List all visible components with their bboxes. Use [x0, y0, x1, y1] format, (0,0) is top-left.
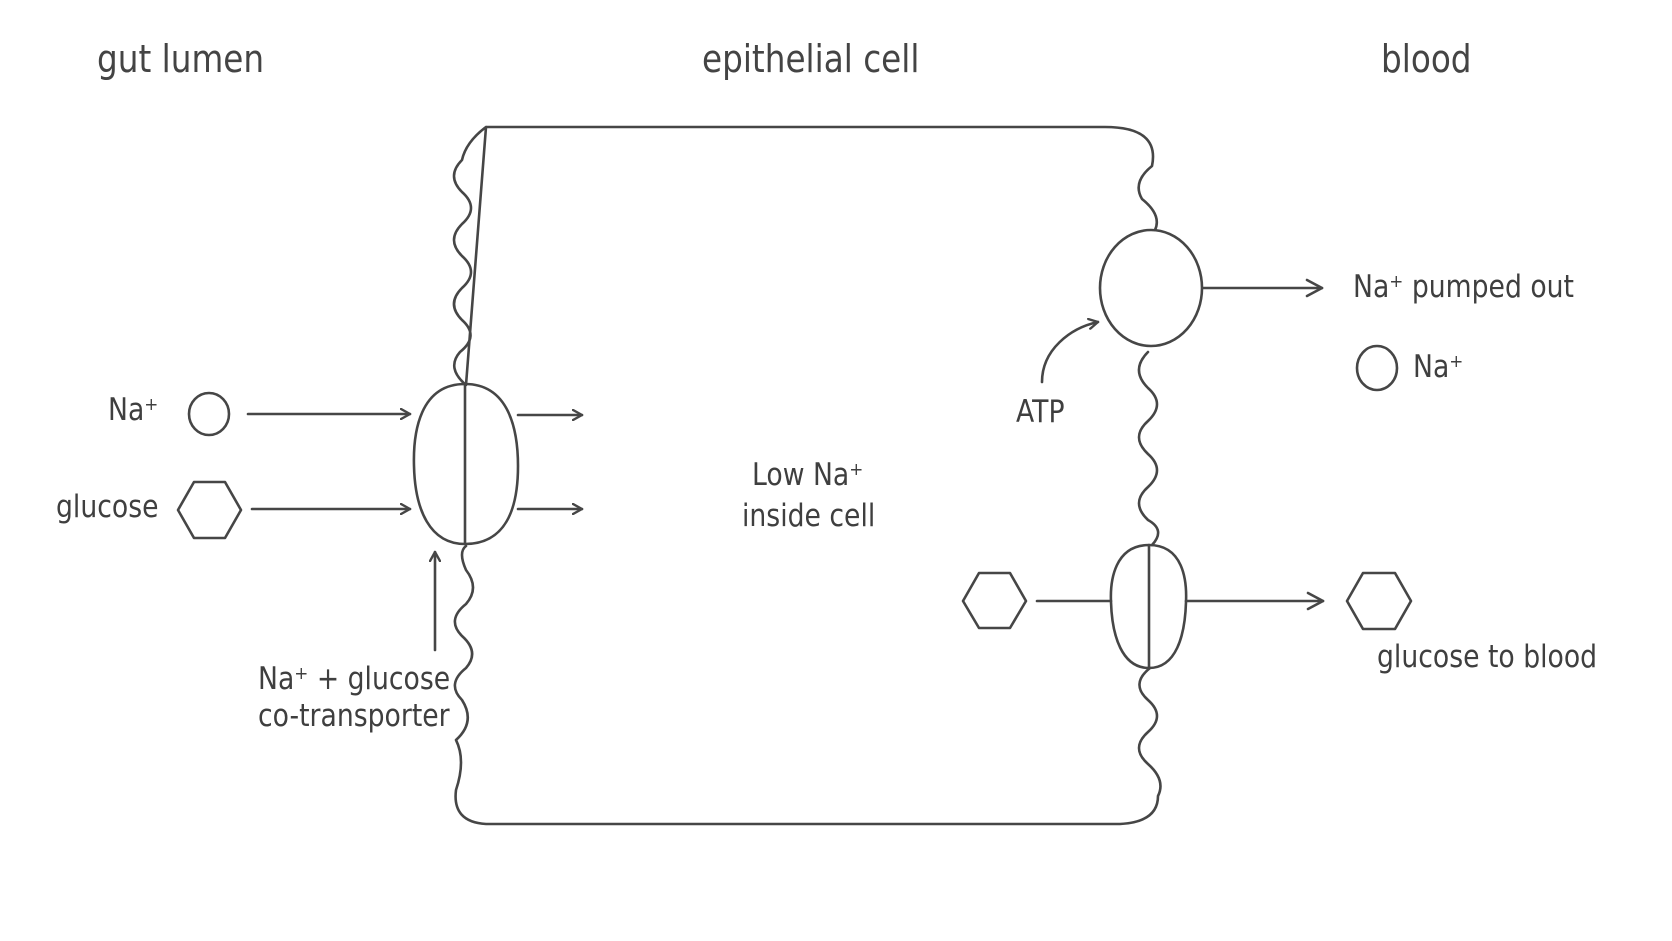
co-transporter-left: [412, 382, 520, 546]
sodium-ion-blood: [1355, 344, 1399, 392]
label-cotransporter-line2: co-transporter: [258, 698, 450, 734]
glucose-transporter-right: [1109, 543, 1188, 670]
sodium-ion-lumen: [187, 391, 231, 437]
glucose-molecule-blood: [1345, 571, 1413, 631]
label-atp: ATP: [1016, 394, 1065, 430]
label-sodium-lumen: Na⁺: [108, 392, 159, 428]
label-sodium-blood: Na⁺: [1413, 349, 1464, 385]
sodium-pump: [1098, 228, 1204, 348]
label-glucose-to-blood: glucose to blood: [1377, 639, 1598, 675]
region-label-gut-lumen: gut lumen: [97, 37, 265, 81]
label-glucose-lumen: glucose: [56, 489, 159, 525]
region-label-epithelial-cell: epithelial cell: [702, 37, 920, 81]
label-low-sodium-line1: Low Na⁺: [752, 457, 864, 493]
label-sodium-pumped-out: Na⁺ pumped out: [1353, 269, 1575, 305]
cell-membrane: [452, 125, 1162, 826]
arrow-atp-to-pump: [1040, 322, 1100, 384]
glucose-molecule-lumen: [176, 480, 243, 540]
label-cotransporter-line1: Na⁺ + glucose: [258, 661, 451, 697]
glucose-molecule-inside: [961, 571, 1028, 630]
region-label-blood: blood: [1381, 37, 1472, 81]
label-low-sodium-line2: inside cell: [742, 498, 876, 534]
